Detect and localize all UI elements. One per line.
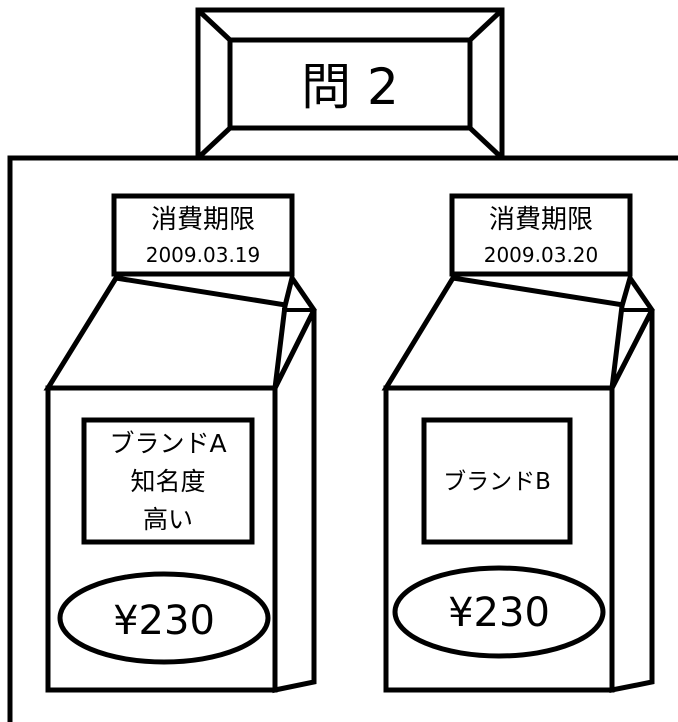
carton-a-brand-line-3: 高い bbox=[143, 505, 193, 534]
carton-b: 消費期限 2009.03.20 ブランドB ¥230 bbox=[381, 193, 655, 694]
carton-b-expiry-date: 2009.03.20 bbox=[484, 243, 599, 267]
carton-a-price-oval bbox=[57, 571, 271, 665]
title-label: 問 2 bbox=[301, 58, 399, 116]
title-plate-bevel-tl bbox=[196, 8, 232, 42]
carton-a-brand-box bbox=[81, 417, 255, 545]
carton-a-brand-line-2: 知名度 bbox=[130, 467, 205, 496]
title-plate: 問 2 bbox=[195, 7, 505, 161]
carton-b-gable bbox=[609, 272, 655, 390]
carton-b-price: ¥230 bbox=[448, 590, 550, 636]
carton-b-brand-box bbox=[421, 417, 573, 545]
carton-a-price: ¥230 bbox=[113, 598, 215, 644]
title-plate-bevel-tr bbox=[468, 8, 504, 42]
carton-a-gable bbox=[272, 272, 317, 390]
title-plate-inner bbox=[227, 37, 473, 131]
carton-a-roof bbox=[43, 275, 295, 391]
title-plate-bevel-bl bbox=[196, 126, 232, 160]
carton-b-brand-line-1: ブランドB bbox=[443, 469, 551, 495]
title-plate-bevel-br bbox=[468, 126, 504, 160]
carton-a-expiry-date: 2009.03.19 bbox=[146, 243, 261, 267]
carton-b-price-oval bbox=[392, 565, 606, 659]
carton-a: 消費期限 2009.03.19 ブランドA 知名度 高い ¥230 bbox=[43, 193, 317, 694]
carton-b-expiry-tag bbox=[449, 193, 633, 277]
carton-a-expiry-tag bbox=[111, 193, 295, 277]
carton-a-expiry-label: 消費期限 bbox=[151, 205, 255, 235]
carton-b-roof bbox=[381, 275, 634, 391]
carton-a-brand-line-1: ブランドA bbox=[109, 429, 226, 458]
carton-b-expiry-label: 消費期限 bbox=[489, 205, 593, 235]
